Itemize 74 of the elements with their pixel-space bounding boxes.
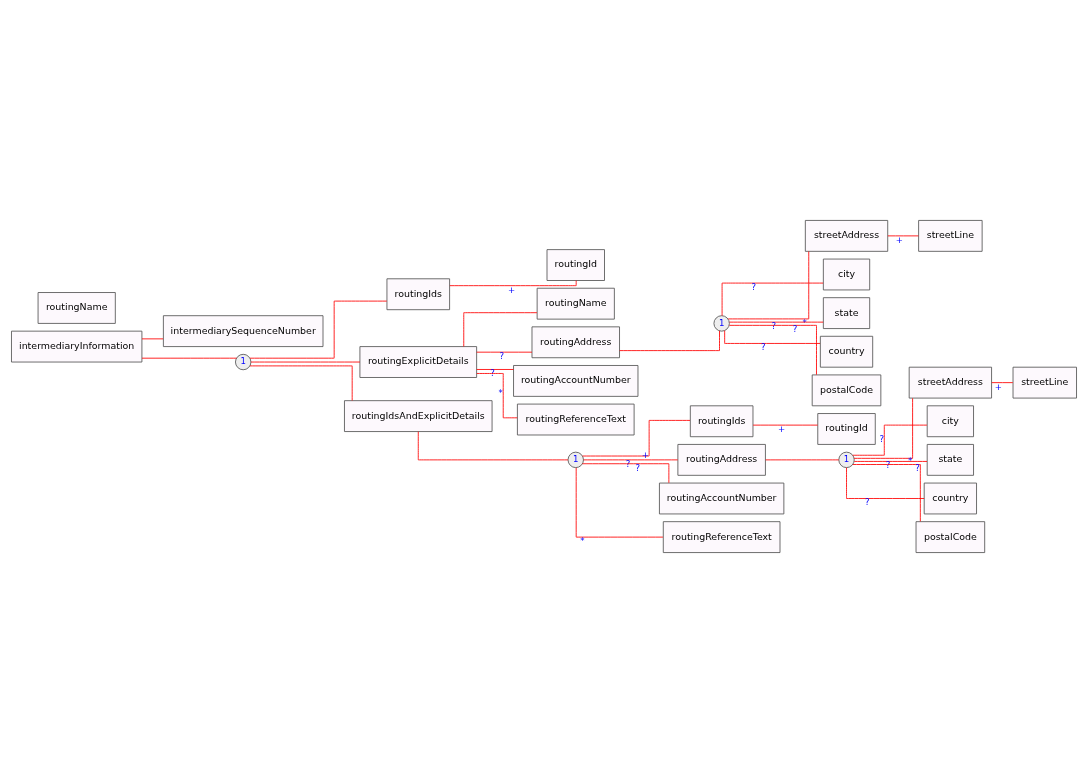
connector [249,364,353,401]
node-box: routingId [817,412,876,445]
node-circle: 1 [713,314,730,332]
connector [582,419,691,456]
connector [727,250,810,319]
node-box: intermediaryInformation [11,330,143,362]
connector [449,279,577,286]
connector [852,463,921,522]
node-circle: 1 [235,353,252,370]
connector [846,466,925,499]
edge-label: ? [499,350,505,361]
connector [476,351,533,353]
node-box: streetLine [918,219,983,252]
node-box: city [926,404,974,437]
edge-label: ? [751,281,757,292]
edge-label: + [641,449,649,460]
node-box: routingIds [689,404,754,437]
connector [476,368,514,370]
edge-label: ? [625,458,631,469]
node-box: routingAddress [531,325,620,358]
edge-label: ? [879,433,884,444]
edge-label: * [498,387,503,398]
connector [417,430,569,460]
edge-label: + [508,284,516,295]
connector [853,397,914,459]
node-box: routingName [37,291,116,324]
node-box: routingIdsAndExplicitDetails [344,399,493,432]
node-box: routingAccountNumber [513,364,639,397]
connector [721,282,824,316]
edge-label: * [907,455,913,466]
node-circle: 1 [567,451,584,468]
edge-label: ? [490,367,495,378]
node-box: routingAccountNumber [659,482,785,514]
connector [619,329,720,351]
connector [853,460,928,462]
node-box: routingExplicitDetails [359,345,478,378]
edge-label: ? [771,320,777,331]
node-box: country [819,335,874,368]
node-box: city [822,258,871,290]
connector [991,381,1014,383]
node-box: routingName [536,287,615,320]
edge-label: ? [885,459,891,470]
edge-label: ? [761,341,766,352]
edge-label: + [994,381,1003,391]
node-box: routingReferenceText [662,520,781,553]
edge-label: ? [915,462,920,473]
edge-label: ? [635,462,641,473]
connector [852,424,928,456]
edge-label: + [895,234,903,245]
node-box: routingId [546,248,605,281]
edge-label: * [802,317,807,328]
connector [729,324,817,375]
node-box: routingAddress [677,443,766,476]
node-box: routingReferenceText [516,403,635,435]
node-box: state [822,296,871,329]
connector [724,329,821,344]
connector [582,462,670,483]
node-box: postalCode [811,374,882,406]
node-circle: 1 [838,451,855,468]
node-box: country [923,482,977,514]
node-box: state [926,443,974,476]
edge-label: ? [865,496,870,507]
connector [141,357,237,359]
node-box: intermediarySequenceNumber [162,314,324,347]
edge-label: + [777,423,786,434]
edge-label: * [580,535,585,546]
node-box: streetAddress [908,366,992,398]
edge-label: ? [792,323,798,334]
node-box: routingIds [386,277,450,310]
connector [249,300,388,359]
node-box: streetLine [1012,366,1077,398]
node-box: streetAddress [804,219,889,252]
connector [463,311,538,347]
node-box: postalCode [915,520,986,553]
